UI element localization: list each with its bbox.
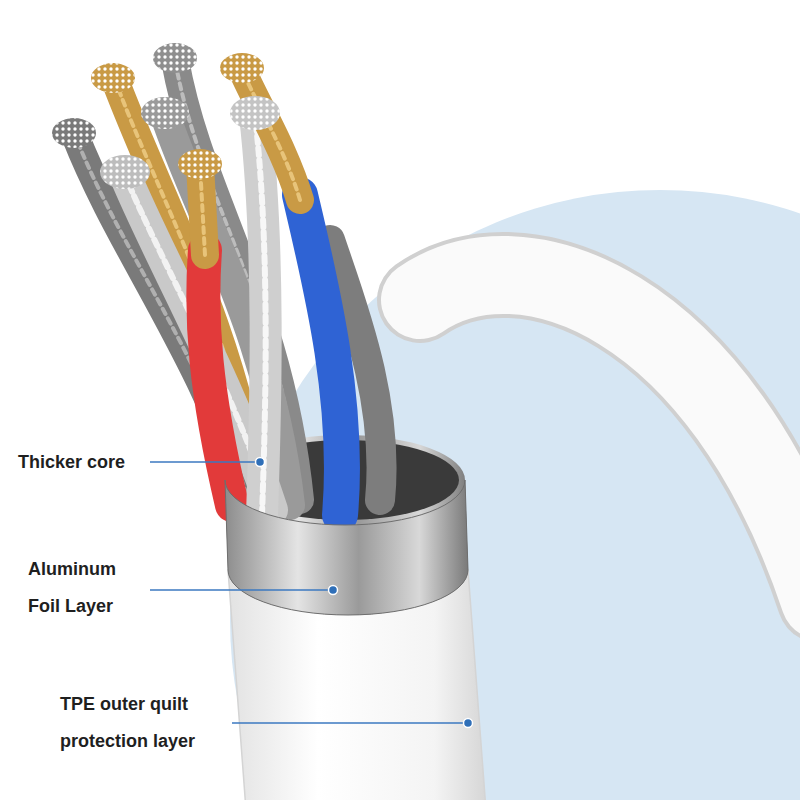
foil-front	[225, 480, 468, 615]
strand-tips	[52, 43, 280, 189]
cable-loop	[420, 275, 800, 600]
cable-loop-edge	[420, 275, 800, 600]
wires	[75, 60, 382, 515]
callout-label: Thicker core	[18, 451, 143, 473]
callout-label: Aluminum Foil Layer	[28, 551, 140, 625]
leader-lines	[150, 458, 473, 728]
callout-label: TPE outer quilt protection layer	[60, 686, 226, 760]
